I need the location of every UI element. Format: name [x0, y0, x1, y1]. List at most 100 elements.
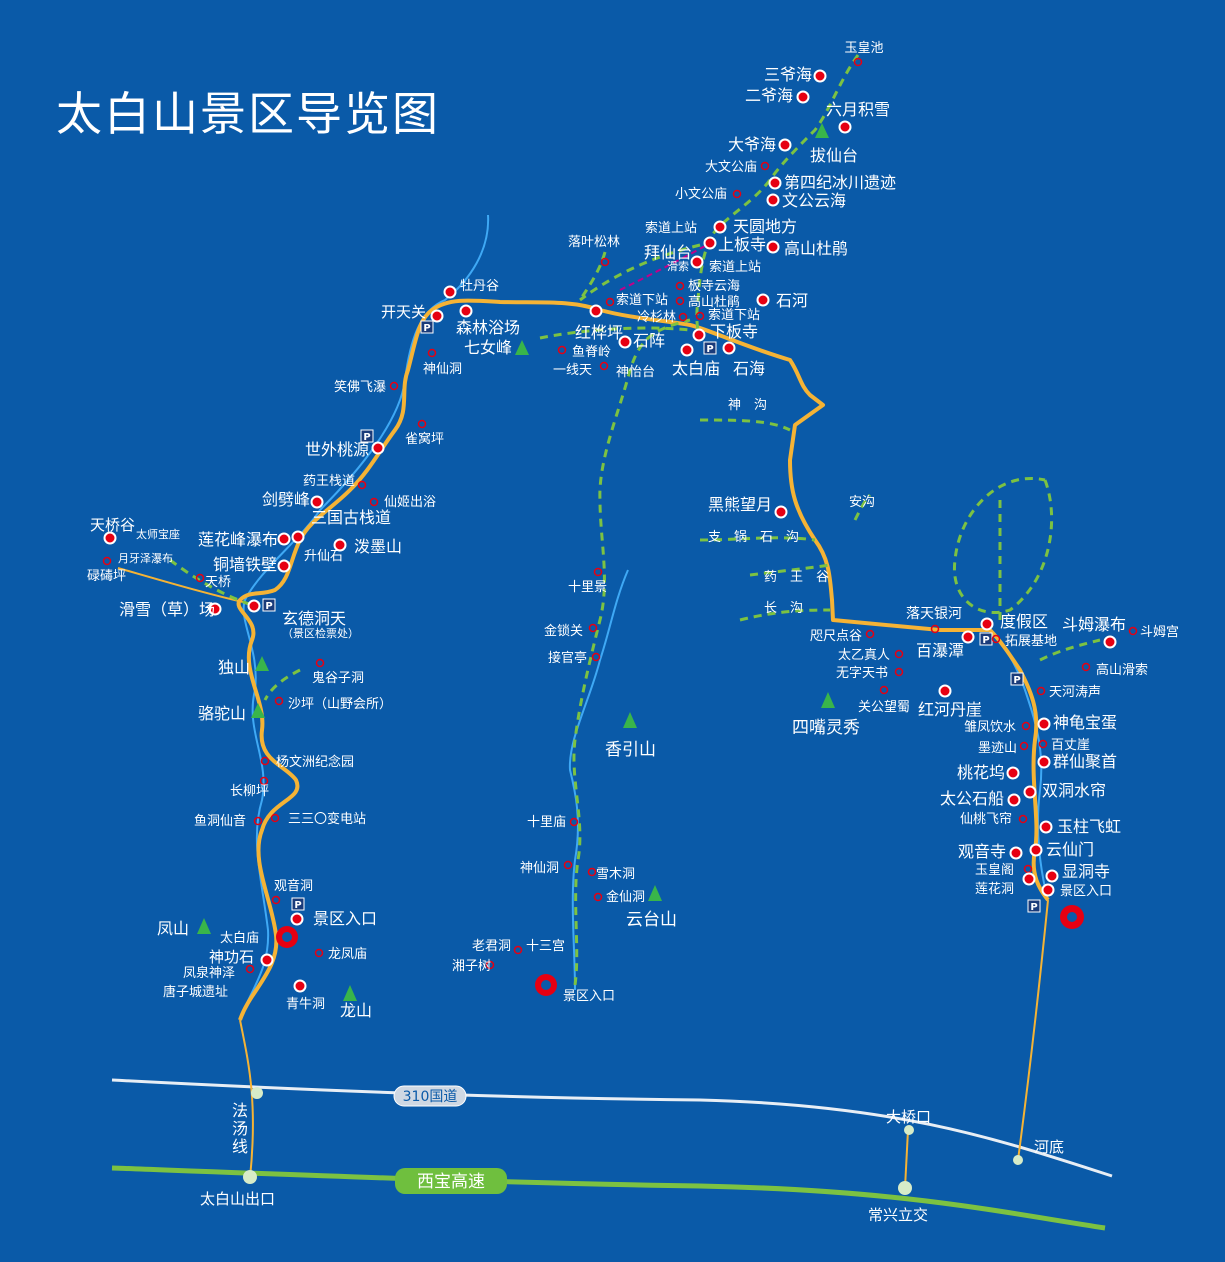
label-taiyizhenren: 太乙真人 [838, 648, 890, 663]
label-xiangyinshan: 香引山 [605, 740, 656, 760]
svg-text:310国道: 310国道 [403, 1089, 458, 1105]
label-yuhuangchi: 玉皇池 [844, 41, 883, 56]
label-shilimiao: 十里庙 [527, 815, 566, 830]
svg-text:P: P [423, 323, 430, 334]
label-tongqiangtiebi: 铜墙铁壁 [213, 555, 277, 574]
green-triangle-icon [821, 692, 835, 708]
label-senlinyuchang: 森林浴场 [456, 318, 520, 337]
label-dujiaqu: 度假区 [1000, 612, 1048, 631]
label-angou: 安沟 [849, 495, 875, 510]
label-luotianyinhe: 落天银河 [906, 606, 962, 622]
svg-text:P: P [1030, 902, 1037, 913]
red-dot-icon [796, 90, 810, 104]
red-dot-icon [1007, 793, 1021, 807]
label-taohuawu: 桃花坞 [957, 763, 1005, 782]
label-exit-daqiaokou: 大桥口 [886, 1108, 931, 1126]
red-dot-icon [680, 343, 694, 357]
label-baipubtan: 百瀑潭 [916, 641, 964, 660]
label-shengongshi: 神功石 [209, 948, 254, 966]
red-dot-icon [722, 341, 736, 355]
label-sizuilingxiu: 四嘴灵秀 [792, 718, 860, 738]
label-guanyinsi: 观音寺 [958, 842, 1006, 861]
label-yuntaishan: 云台山 [626, 910, 677, 930]
label-tianhetaosheng: 天河涛声 [1049, 684, 1101, 700]
label-eryehai: 二爷海 [745, 86, 793, 105]
label-biandianzhan: 三三〇变电站 [288, 811, 366, 827]
red-dot-icon [333, 538, 347, 552]
green-triangle-icon [515, 340, 529, 355]
label-liuyuejixue: 六月积雪 [826, 100, 890, 119]
red-dot-icon [768, 176, 782, 190]
small-red-ring-icon [732, 189, 742, 199]
green-triangle-icon [815, 123, 829, 138]
label-laojundong: 老君洞 [472, 939, 511, 954]
label-yunxianmen: 云仙门 [1046, 840, 1094, 859]
small-red-ring-icon [357, 480, 367, 490]
label-taishibaozuo: 太师宝座 [136, 527, 180, 541]
label-gaoshandujuan1: 高山杜鹃 [784, 239, 848, 258]
label-doumugong: 斗姆宫 [1140, 625, 1179, 640]
red-dot-icon [247, 599, 261, 613]
label-changliuping: 长柳坪 [230, 784, 269, 799]
small-red-ring-icon [314, 948, 324, 958]
svg-text:P: P [1013, 675, 1020, 686]
red-entrance-icon [535, 974, 557, 996]
red-dot-icon [260, 953, 274, 967]
small-red-ring-icon [675, 281, 685, 291]
label-sanguogu: 三国古栈道 [311, 508, 391, 527]
small-red-ring-icon [259, 776, 269, 786]
small-red-ring-icon [760, 161, 770, 171]
small-red-ring-icon [260, 756, 270, 766]
label-yuzhufeihong: 玉柱飞虹 [1057, 817, 1121, 836]
small-red-ring-icon [417, 419, 427, 429]
label-xiaowengongmiao: 小文公庙 [675, 187, 727, 202]
label-heixiongwangyue: 黑熊望月 [708, 495, 772, 514]
small-red-ring-icon [1021, 721, 1031, 731]
red-dot-icon [778, 138, 792, 152]
label-sanyehai: 三爷海 [764, 65, 812, 84]
label-yudongxianyin: 鱼洞仙音 [194, 813, 246, 829]
red-dot-icon [692, 328, 706, 342]
label-hongtaping: 红桦坪 [575, 323, 623, 342]
label-yuhuangge: 玉皇阁 [975, 863, 1014, 878]
red-dot-icon [1037, 717, 1051, 731]
label-doumupubu: 斗姆瀑布 [1062, 615, 1126, 634]
label-longfengmiao: 龙凤庙 [328, 947, 367, 962]
label-suodaoxiazhan1: 索道下站 [616, 293, 668, 308]
label-baizhangya: 百丈崖 [1051, 738, 1090, 753]
label-longshan: 龙山 [340, 1001, 372, 1020]
main-road [236, 298, 1050, 1021]
small-red-ring-icon [593, 567, 603, 577]
label-xianyuchuyu: 仙姬出浴 [384, 495, 436, 510]
junction-dot [904, 1125, 914, 1135]
parking-icons: P P P P P P P P [262, 320, 1041, 913]
label-mudangu: 牡丹谷 [460, 279, 499, 294]
small-red-ring-icon [695, 311, 705, 321]
red-dot-icon [1009, 846, 1023, 860]
small-red-ring-icon [274, 696, 284, 706]
label-lengshanlin: 冷杉林 [637, 310, 676, 325]
entrance-icons [276, 905, 1084, 996]
label-guangongwangshu: 关公望蜀 [858, 699, 910, 715]
small-red-ring-icon [563, 860, 573, 870]
page-title: 太白山景区导览图 [56, 87, 440, 141]
red-dot-icon [618, 335, 632, 349]
label-huaxuechang: 滑雪（草）场 [119, 600, 215, 619]
label-luotuoshan: 骆驼山 [198, 704, 246, 723]
label-bansiyunhai: 板寺云海 [688, 279, 740, 294]
red-dot-icon [1029, 843, 1043, 857]
label-shiliyu: 十里景 [568, 580, 607, 595]
label-xiandongsi: 显洞寺 [1062, 862, 1110, 881]
red-dot-icon [690, 255, 704, 269]
parking-p-icon: P [262, 598, 276, 612]
red-dot-icon [774, 505, 788, 519]
label-dayehai: 大爷海 [728, 135, 776, 154]
label-yangwenzhou: 杨文洲纪念园 [276, 754, 354, 770]
label-fatang-road: 法汤线 [232, 1101, 248, 1156]
red-dot-icon [589, 304, 603, 318]
label-wuzitianshu: 无字天书 [836, 666, 888, 681]
label-jieguanting: 接官亭 [548, 650, 587, 666]
label-shisangong: 十三宫 [526, 939, 565, 954]
red-dot-icon [1022, 872, 1036, 886]
label-shenguibaodan: 神龟宝蛋 [1053, 713, 1117, 732]
